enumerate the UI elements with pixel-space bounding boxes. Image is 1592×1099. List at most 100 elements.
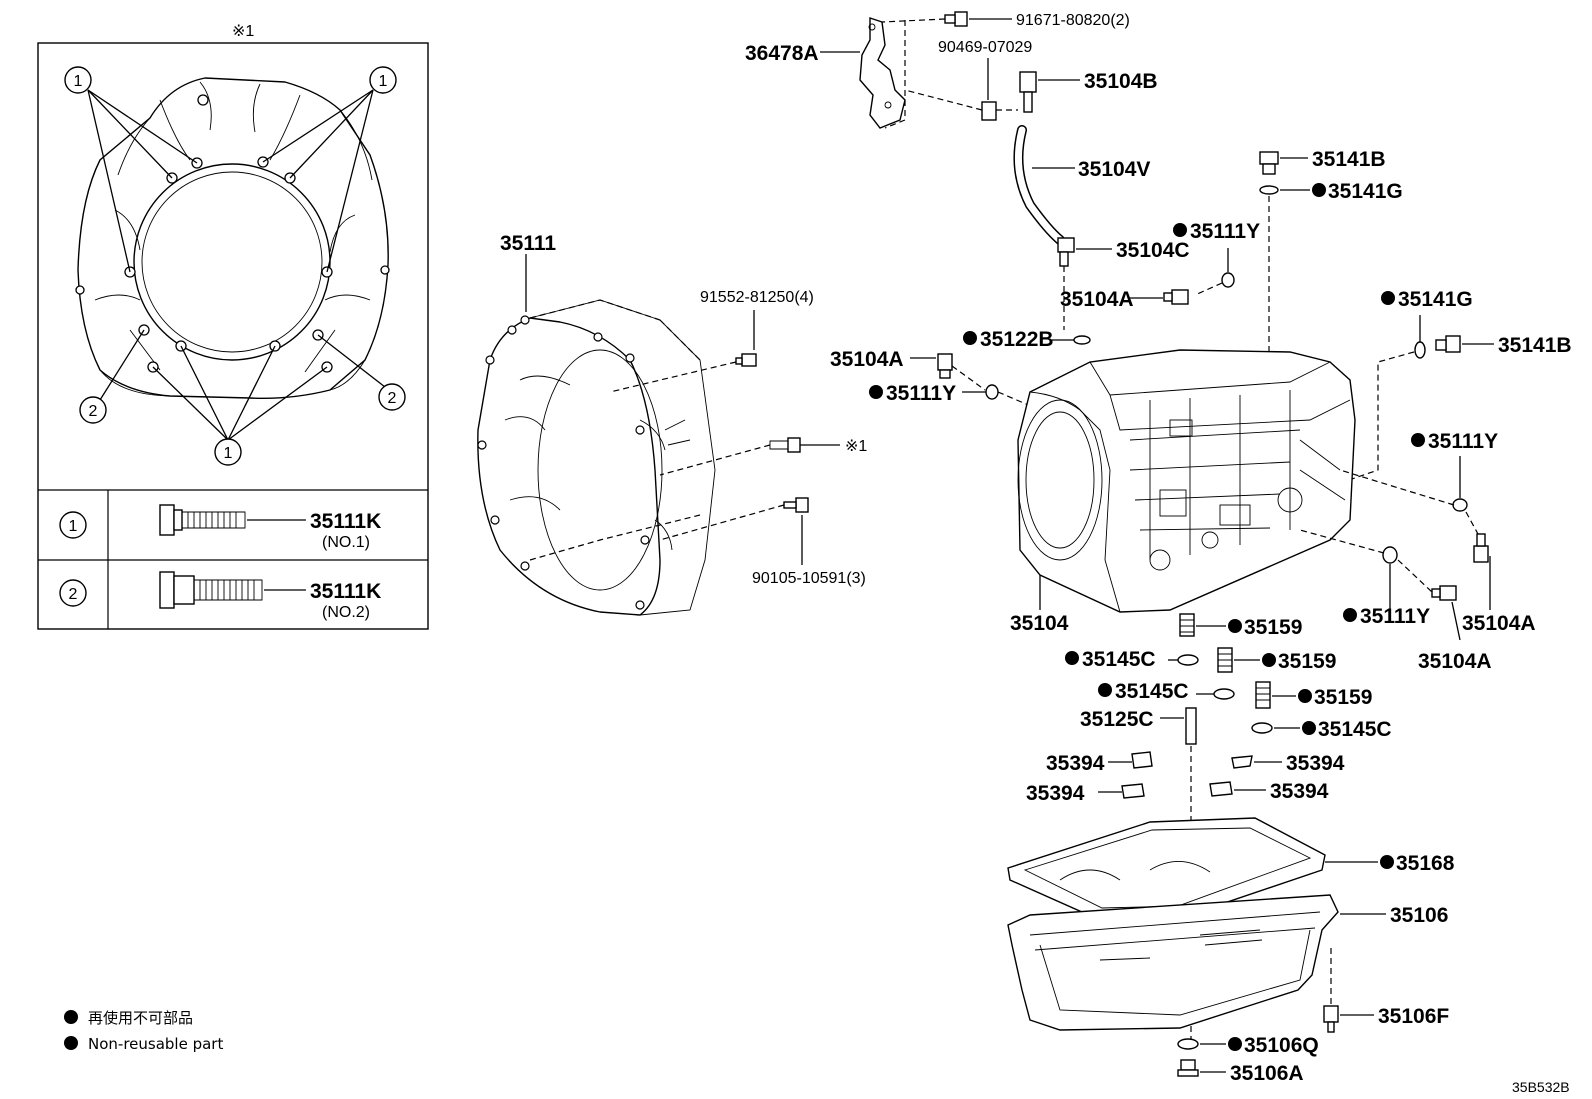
tube-35125C: 35125C bbox=[1080, 707, 1197, 1045]
callout-markers: 1 1 2 2 1 bbox=[64, 66, 406, 466]
gasket-35141G-right: 35141G bbox=[1319, 288, 1473, 491]
label-35141G-right: 35141G bbox=[1398, 288, 1473, 311]
fitting-35104A-3: 35104A bbox=[1462, 511, 1536, 635]
pan-bolt-35106F: 35106F bbox=[1323, 945, 1449, 1033]
label-35145C-1: 35145C bbox=[1082, 648, 1156, 671]
screen-35159-2: 35159 bbox=[1217, 647, 1336, 673]
screen-35159-1: 35159 bbox=[1179, 613, 1302, 639]
label-35104A-3: 35104A bbox=[1462, 612, 1536, 635]
label-35106: 35106 bbox=[1390, 904, 1448, 927]
oring-35111Y-top: 35111Y bbox=[1173, 220, 1260, 296]
bolt-sub-1: (NO.1) bbox=[322, 534, 370, 551]
legend-en: Non-reusable part bbox=[88, 1035, 223, 1053]
housing-face-drawing bbox=[75, 77, 390, 399]
magnet-35394-3: 35394 bbox=[1026, 782, 1145, 805]
label-35394-3: 35394 bbox=[1026, 782, 1085, 805]
bolt-part-2: 35111K bbox=[310, 580, 381, 603]
label-35125C: 35125C bbox=[1080, 708, 1154, 731]
gasket-35141G-top: 35141G bbox=[1259, 180, 1403, 470]
oring-35111Y-bottom: 35111Y bbox=[1299, 529, 1430, 628]
legend: 再使用不可部品 Non-reusable part bbox=[64, 1009, 223, 1053]
label-35106A: 35106A bbox=[1230, 1062, 1304, 1085]
bolt-no2-icon bbox=[159, 571, 263, 609]
drain-gasket-35106Q: 35106Q bbox=[1177, 1034, 1319, 1057]
label-35122B: 35122B bbox=[980, 328, 1054, 351]
label-35111Y-bottom: 35111Y bbox=[1360, 605, 1430, 628]
label-35159-2: 35159 bbox=[1278, 650, 1336, 673]
oil-pan-35106: 35106 bbox=[1007, 894, 1448, 1031]
label-35104C: 35104C bbox=[1116, 239, 1190, 262]
label-35159-3: 35159 bbox=[1314, 686, 1372, 709]
pan-gasket-35168: 35168 bbox=[1007, 817, 1455, 921]
bolt-91671: 91671-80820(2) bbox=[881, 11, 1130, 29]
magnet-35394-1: 35394 bbox=[1046, 751, 1153, 775]
callout-two-a: 2 bbox=[89, 403, 98, 420]
label-35159-1: 35159 bbox=[1244, 616, 1302, 639]
label-91671: 91671-80820(2) bbox=[1016, 12, 1130, 29]
label-note1-bolt: ※1 bbox=[845, 438, 867, 455]
magnet-35394-2: 35394 bbox=[1231, 752, 1345, 775]
fitting-35104A-1: 35104A bbox=[1060, 288, 1189, 311]
oring-35111Y-2: 35111Y bbox=[869, 382, 1041, 411]
callout-one-a: 1 bbox=[74, 73, 83, 90]
callout-leaders bbox=[87, 89, 386, 441]
legend-jp: 再使用不可部品 bbox=[88, 1009, 193, 1027]
label-35111Y-2: 35111Y bbox=[886, 382, 956, 405]
plug-35141B-top: 35141B bbox=[1259, 148, 1386, 175]
washer-35145C-2: 35145C bbox=[1098, 680, 1235, 703]
bell-housing-35111: 35111 bbox=[477, 232, 716, 616]
label-35104A-2: 35104A bbox=[830, 348, 904, 371]
hose-35104V: 35104V bbox=[1013, 125, 1150, 245]
label-35104V: 35104V bbox=[1078, 158, 1150, 181]
label-35394-4: 35394 bbox=[1270, 780, 1329, 803]
label-35104B: 35104B bbox=[1084, 70, 1158, 93]
label-35111Y-right: 35111Y bbox=[1428, 430, 1498, 453]
fitting-35104B: 35104B bbox=[1019, 70, 1158, 113]
callout-one-b: 1 bbox=[379, 73, 388, 90]
label-91552: 91552-81250(4) bbox=[700, 289, 814, 306]
bolt-no1-icon bbox=[159, 504, 246, 536]
diagram-code: 35B532B bbox=[1512, 1079, 1570, 1095]
label-35168: 35168 bbox=[1396, 852, 1455, 875]
fitting-35104C: 35104C bbox=[1057, 237, 1190, 330]
bolt-table-row-1: 1 35111K (NO.1) bbox=[59, 504, 381, 551]
bolt-part-1: 35111K bbox=[310, 510, 381, 533]
label-35394-1: 35394 bbox=[1046, 752, 1105, 775]
fitting-35104A-4: 35104A bbox=[1397, 559, 1492, 673]
label-35394-2: 35394 bbox=[1286, 752, 1345, 775]
inset-note-ref: ※1 bbox=[232, 23, 254, 40]
clip-90469: 90469-07029 bbox=[904, 39, 1032, 121]
label-35145C-3: 35145C bbox=[1318, 718, 1392, 741]
label-35141B-top: 35141B bbox=[1312, 148, 1386, 171]
label-35111: 35111 bbox=[500, 232, 556, 255]
bolt-91552: 91552-81250(4) bbox=[609, 289, 814, 393]
oring-35111Y-right: 35111Y bbox=[1339, 430, 1498, 512]
drain-plug-35106A: 35106A bbox=[1177, 1059, 1304, 1085]
label-35104A-4: 35104A bbox=[1418, 650, 1492, 673]
label-36478A: 36478A bbox=[745, 42, 819, 65]
label-35141B-right: 35141B bbox=[1498, 334, 1572, 357]
bolt-note1: ※1 bbox=[659, 437, 867, 476]
label-35104A-1: 35104A bbox=[1060, 288, 1134, 311]
screen-35159-3: 35159 bbox=[1255, 681, 1372, 709]
label-90105: 90105-10591(3) bbox=[752, 570, 866, 587]
label-35106Q: 35106Q bbox=[1244, 1034, 1319, 1057]
transmission-case-35104: 35104 bbox=[1010, 349, 1356, 635]
bolt-ref-1: 1 bbox=[69, 518, 78, 535]
inset-panel: ※1 bbox=[37, 23, 429, 630]
bolt-ref-2: 2 bbox=[69, 586, 78, 603]
callout-two-b: 2 bbox=[388, 390, 397, 407]
label-35145C-2: 35145C bbox=[1115, 680, 1189, 703]
label-90469: 90469-07029 bbox=[938, 39, 1032, 56]
oring-35122B: 35122B bbox=[963, 328, 1091, 351]
callout-one-c: 1 bbox=[224, 445, 233, 462]
magnet-35394-4: 35394 bbox=[1209, 780, 1329, 803]
bracket-36478A: 36478A bbox=[745, 17, 906, 129]
fitting-35104A-2: 35104A bbox=[830, 348, 986, 391]
label-35111Y-top: 35111Y bbox=[1190, 220, 1260, 243]
bolt-sub-2: (NO.2) bbox=[322, 604, 370, 621]
label-35104: 35104 bbox=[1010, 612, 1069, 635]
bolt-table-row-2: 2 35111K (NO.2) bbox=[59, 571, 381, 621]
washer-35145C-1: 35145C bbox=[1065, 648, 1199, 671]
